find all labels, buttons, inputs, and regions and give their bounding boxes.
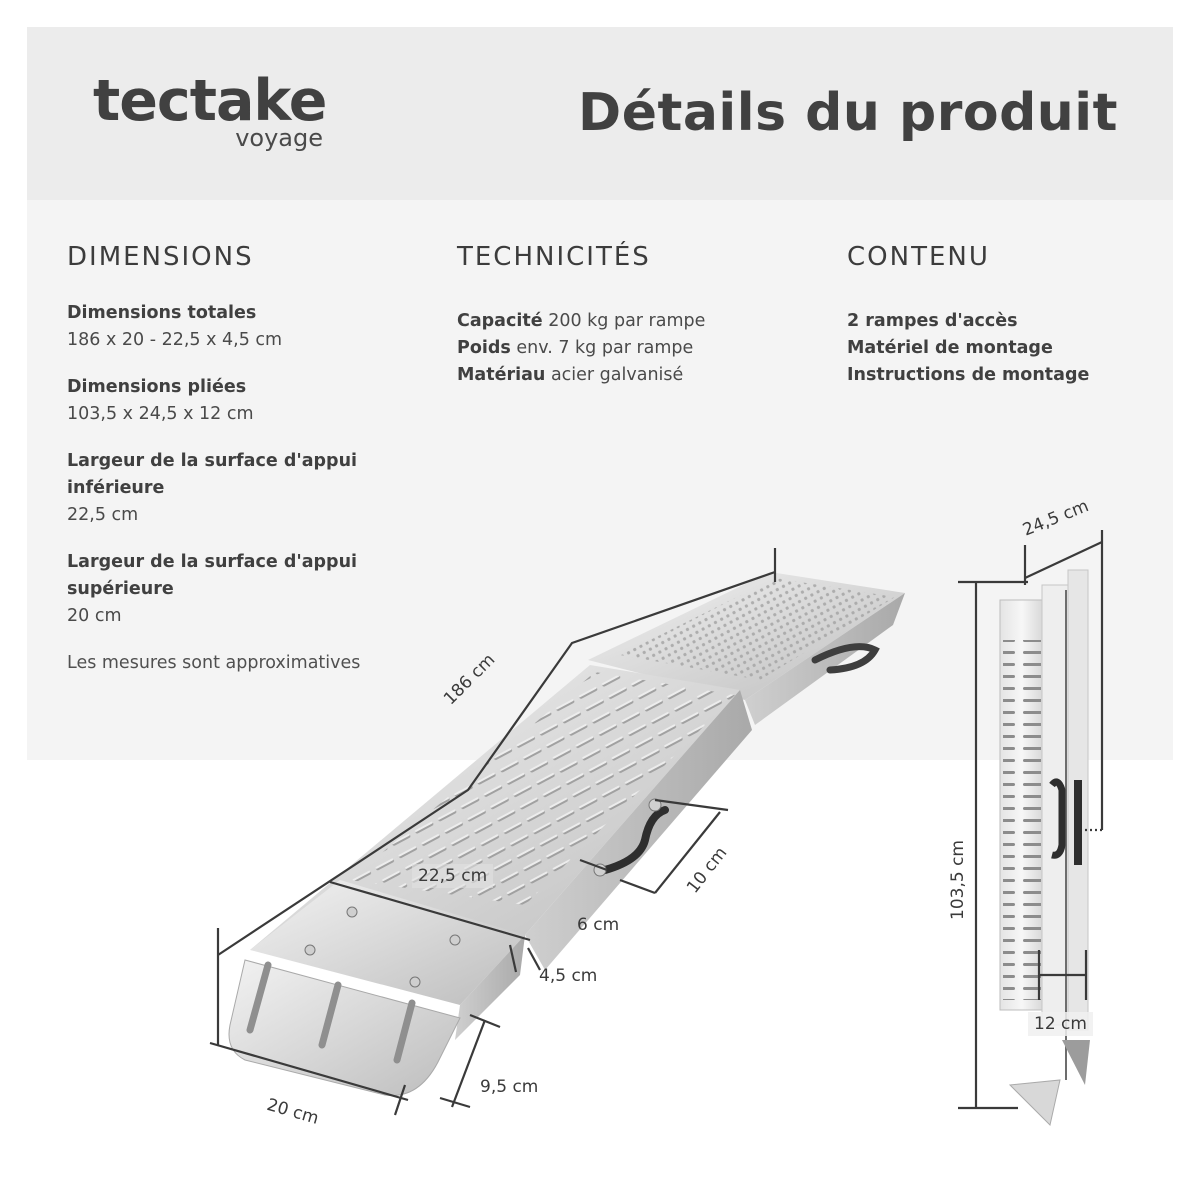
contenu-section: CONTENU 2 rampes d'accès Matériel de mon… — [847, 238, 1167, 389]
page-title: Détails du produit — [578, 83, 1118, 143]
ramp-lower-plate — [228, 880, 525, 1097]
spec-material: Matériau acier galvanisé — [457, 362, 827, 389]
dim-label-height: 4,5 cm — [539, 966, 598, 986]
contenu-heading: CONTENU — [847, 242, 990, 272]
dim-label-folded-height: 103,5 cm — [948, 840, 968, 920]
brand-logo: tectake voyage — [93, 68, 327, 152]
spec-lower-width: Largeur de la surface d'appui inférieure… — [67, 448, 437, 529]
dim-label-lower-width: 22,5 cm — [412, 864, 494, 888]
approximate-note: Les mesures sont approximatives — [67, 653, 361, 673]
spec-label: Poids — [457, 338, 511, 358]
header-panel — [27, 27, 1173, 200]
spec-total-dimensions: Dimensions totales 186 x 20 - 22,5 x 4,5… — [67, 300, 437, 354]
dim-label-handle-offset: 6 cm — [577, 915, 620, 935]
spec-upper-width: Largeur de la surface d'appui supérieure… — [67, 549, 437, 630]
contenu-item: 2 rampes d'accès — [847, 311, 1018, 331]
technicites-heading: TECHNICITÉS — [457, 242, 651, 272]
spec-weight: Poids env. 7 kg par rampe — [457, 335, 827, 362]
brand-subline: voyage — [235, 124, 323, 152]
spec-value: acier galvanisé — [550, 365, 684, 385]
dim-label-upper-width: 20 cm — [264, 1095, 321, 1129]
dim-label-folded-depth: 12 cm — [1028, 1012, 1093, 1036]
spec-value: 103,5 x 24,5 x 12 cm — [67, 404, 254, 424]
technicites-list: Capacité 200 kg par rampe Poids env. 7 k… — [457, 308, 827, 389]
spec-value: 20 cm — [67, 606, 122, 626]
spec-value: env. 7 kg par rampe — [516, 338, 694, 358]
spec-label: Largeur de la surface d'appui supérieure — [67, 552, 358, 599]
spec-label: Dimensions pliées — [67, 377, 247, 397]
spec-folded-dimensions: Dimensions pliées 103,5 x 24,5 x 12 cm — [67, 374, 437, 428]
spec-capacity: Capacité 200 kg par rampe — [457, 308, 827, 335]
dimensions-section: DIMENSIONS Dimensions totales 186 x 20 -… — [67, 238, 437, 677]
contenu-list: 2 rampes d'accès Matériel de montage Ins… — [847, 308, 1167, 389]
spec-label: Dimensions totales — [67, 303, 257, 323]
spec-label: Capacité — [457, 311, 543, 331]
contenu-item: Matériel de montage — [847, 338, 1053, 358]
spec-value: 186 x 20 - 22,5 x 4,5 cm — [67, 330, 283, 350]
spec-label: Matériau — [457, 365, 546, 385]
spec-value: 200 kg par rampe — [548, 311, 706, 331]
contenu-item: Instructions de montage — [847, 365, 1090, 385]
dim-label-handle-length: 10 cm — [683, 843, 732, 898]
spec-label: Largeur de la surface d'appui inférieure — [67, 451, 358, 498]
spec-value: 22,5 cm — [67, 505, 139, 525]
brand-name: tectake — [93, 68, 327, 134]
technicites-section: TECHNICITÉS Capacité 200 kg par rampe Po… — [457, 238, 827, 389]
dimensions-heading: DIMENSIONS — [67, 242, 254, 272]
dim-label-lip: 9,5 cm — [480, 1077, 539, 1097]
